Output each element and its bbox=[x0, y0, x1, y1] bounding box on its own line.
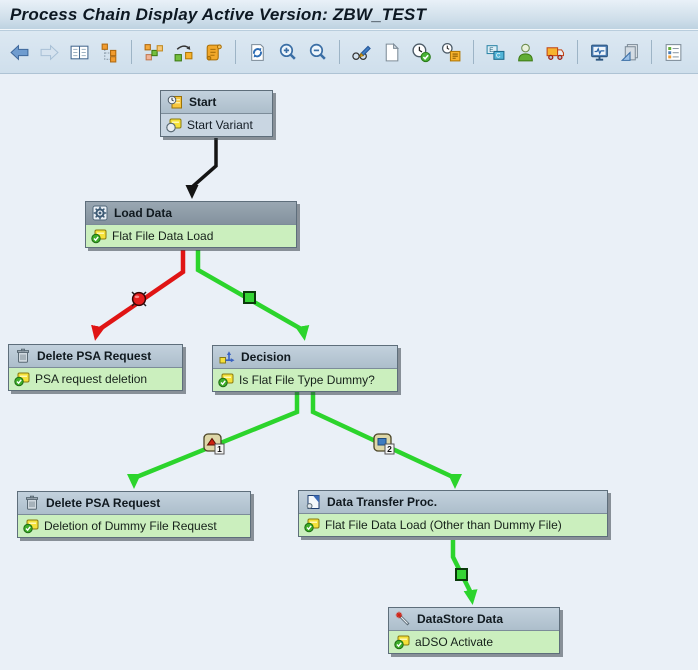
option-number: 2 bbox=[387, 444, 392, 454]
success-event-marker[interactable] bbox=[455, 568, 468, 581]
monitor-icon[interactable] bbox=[586, 39, 613, 66]
node-variant: Deletion of Dummy File Request bbox=[44, 519, 217, 533]
decision-option-1-marker[interactable]: 1 bbox=[203, 433, 225, 455]
page-title: Process Chain Display Active Version: ZB… bbox=[10, 4, 427, 24]
variant-check-icon bbox=[23, 518, 39, 534]
forward-icon[interactable] bbox=[36, 39, 63, 66]
gear-icon bbox=[92, 205, 108, 221]
variant-check-icon bbox=[218, 372, 234, 388]
node-title: Load Data bbox=[114, 206, 173, 220]
variant-icon bbox=[166, 117, 182, 133]
node-title: Start bbox=[189, 95, 217, 109]
node-variant: Start Variant bbox=[187, 118, 253, 132]
refresh-icon[interactable] bbox=[244, 39, 271, 66]
node-title: DataStore Data bbox=[417, 612, 504, 626]
detail-view-icon[interactable] bbox=[66, 39, 93, 66]
schedule-icon[interactable] bbox=[408, 39, 435, 66]
back-icon[interactable] bbox=[6, 39, 33, 66]
network-view-icon[interactable] bbox=[140, 39, 167, 66]
zoom-in-icon[interactable] bbox=[274, 39, 301, 66]
node-title: Delete PSA Request bbox=[46, 496, 161, 510]
node-delete-psa-top[interactable]: Delete PSA Request PSA request deletion bbox=[8, 344, 183, 391]
node-variant: Flat File Data Load (Other than Dummy Fi… bbox=[325, 518, 562, 532]
toolbar: E C bbox=[0, 30, 698, 74]
node-datastore[interactable]: DataStore Data aDSO Activate bbox=[388, 607, 560, 654]
log-icon[interactable] bbox=[200, 39, 227, 66]
create-icon[interactable] bbox=[378, 39, 405, 66]
hierarchy-icon[interactable] bbox=[96, 39, 123, 66]
assigned-user-icon[interactable] bbox=[512, 39, 539, 66]
decision-option-2-marker[interactable]: 2 bbox=[373, 433, 395, 455]
trash-icon bbox=[15, 348, 31, 364]
decision-icon bbox=[219, 349, 235, 365]
node-delete-psa-bottom[interactable]: Delete PSA Request Deletion of Dummy Fil… bbox=[17, 491, 251, 538]
variant-check-icon bbox=[394, 634, 410, 650]
variant-check-icon bbox=[14, 371, 30, 387]
toolbar-separator bbox=[577, 40, 578, 64]
legend-icon[interactable] bbox=[660, 39, 687, 66]
node-variant: Is Flat File Type Dummy? bbox=[239, 373, 375, 387]
background-jobs-icon[interactable] bbox=[438, 39, 465, 66]
node-start[interactable]: Start Start Variant bbox=[160, 90, 273, 137]
trash-icon bbox=[24, 495, 40, 511]
print-preview-icon[interactable] bbox=[616, 39, 643, 66]
dtp-icon bbox=[305, 494, 321, 510]
zoom-out-icon[interactable] bbox=[304, 39, 331, 66]
toolbar-separator bbox=[131, 40, 132, 64]
start-process-icon bbox=[167, 94, 183, 110]
node-variant: Flat File Data Load bbox=[112, 229, 214, 243]
display-change-icon[interactable] bbox=[348, 39, 375, 66]
transport-icon[interactable] bbox=[542, 39, 569, 66]
option-number: 1 bbox=[217, 444, 222, 454]
toolbar-separator bbox=[339, 40, 340, 64]
node-variant: aDSO Activate bbox=[415, 635, 494, 649]
toolbar-separator bbox=[473, 40, 474, 64]
titlebar: Process Chain Display Active Version: ZB… bbox=[0, 0, 698, 30]
node-title: Delete PSA Request bbox=[37, 349, 152, 363]
toolbar-separator bbox=[651, 40, 652, 64]
svg-text:C: C bbox=[496, 52, 501, 59]
variant-check-icon bbox=[91, 228, 107, 244]
activate-wand-icon bbox=[395, 611, 411, 627]
success-event-marker[interactable] bbox=[243, 291, 256, 304]
svg-text:E: E bbox=[489, 47, 493, 54]
toolbar-separator bbox=[235, 40, 236, 64]
align-objects-icon[interactable] bbox=[170, 39, 197, 66]
checking-view-icon[interactable]: E C bbox=[482, 39, 509, 66]
node-variant: PSA request deletion bbox=[35, 372, 148, 386]
node-decision[interactable]: Decision Is Flat File Type Dummy? bbox=[212, 345, 398, 392]
variant-check-icon bbox=[304, 517, 320, 533]
node-title: Decision bbox=[241, 350, 292, 364]
node-load-data[interactable]: Load Data Flat File Data Load bbox=[85, 201, 297, 248]
node-title: Data Transfer Proc. bbox=[327, 495, 438, 509]
node-data-transfer[interactable]: Data Transfer Proc. Flat File Data Load … bbox=[298, 490, 608, 537]
error-event-marker[interactable] bbox=[128, 288, 150, 310]
process-chain-canvas: 1 2 Start Start Variant bbox=[0, 74, 698, 670]
